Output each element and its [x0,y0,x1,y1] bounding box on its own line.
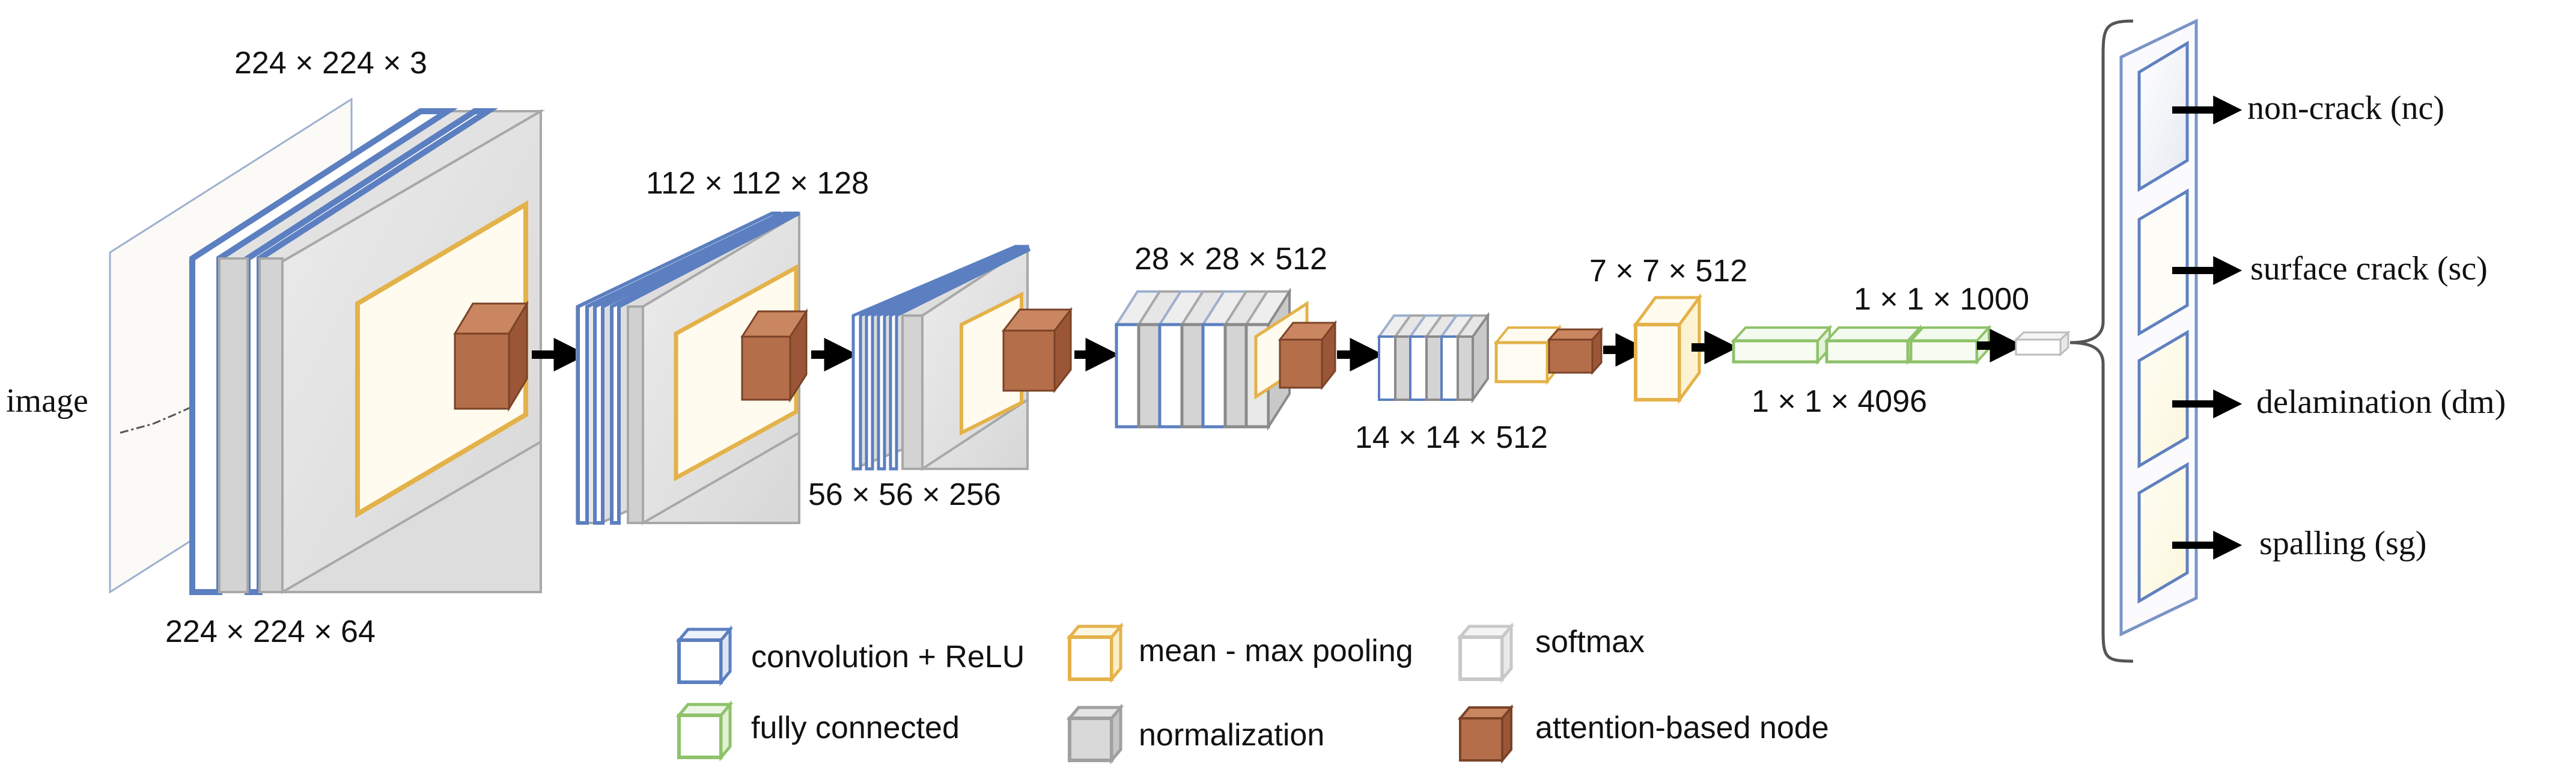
block4-conv-slab [1115,323,1140,429]
block3-conv-slab [889,245,1031,471]
block3-conv-slab [877,245,1030,471]
output-class-card [2137,40,2189,192]
output-bracket [2069,19,2134,663]
fc-layer [1825,339,1910,364]
block4-conv-slab [1158,323,1184,429]
legend-attention-swatch [1457,704,1514,764]
legend-conv-swatch [675,625,734,686]
block2-dim-label: 112 × 112 × 128 [646,166,869,201]
output-label-nc: non-crack (nc) [2247,90,2444,127]
output-class-card [2137,329,2189,469]
block3-layer-stack [851,244,1031,471]
block4-attention-node [1277,320,1338,391]
fully-connected-layers [1731,324,1992,365]
legend-fc-swatch [675,700,734,762]
legend-norm-swatch [1066,703,1124,765]
legend-label: normalization [1139,718,1324,753]
block5-pooling [1494,341,1549,383]
block3-attention-node [1001,307,1073,394]
block5-conv-slab [1440,335,1459,401]
block4-norm-slab [1223,323,1248,429]
final-pooling-block [1633,293,1702,405]
output-label-sg: spalling (sg) [2259,525,2426,562]
softmax-node [2014,330,2071,357]
output-label-dm: delamination (dm) [2256,383,2506,421]
block1-attention-node [453,300,529,412]
input-dim-label: 224 × 224 × 3 [234,46,427,81]
block5-norm-slab [1457,335,1474,401]
block2-attention-node [740,308,808,403]
legend-label: mean - max pooling [1139,634,1413,668]
block4-norm-slab [1180,323,1205,429]
legend-pooling-swatch [1066,622,1124,683]
block1-dim-label: 224 × 224 × 64 [165,614,376,649]
legend-label: attention-based node [1535,710,1829,745]
output-class-card [2137,462,2189,604]
block2-conv-slab [610,212,800,525]
fc-dim-label: 1 × 1 × 4096 [1752,384,1927,419]
legend-label: fully connected [751,710,960,745]
fc-layer [1732,339,1819,364]
block1-pooling [355,200,528,518]
block5-norm-slab [1425,335,1443,401]
block4-conv-slab [1201,323,1227,429]
block5-layer-stack [1377,311,1562,404]
pool-final-dim-label: 7 × 7 × 512 [1589,254,1747,289]
input-image-label: image [6,382,88,420]
block5-attention-node [1547,327,1604,375]
block5-conv-slab [1409,335,1428,401]
block4-layer-stack [1114,287,1309,431]
legend-label: softmax [1535,625,1645,659]
block3-dim-label: 56 × 56 × 256 [808,477,1001,512]
fc-layer [1909,339,1979,364]
block4-norm-slab [1137,323,1162,429]
fc-out-dim-label: 1 × 1 × 1000 [1854,282,2029,317]
block5-conv-slab [1378,335,1396,401]
output-class-card [2137,188,2189,337]
block5-dim-label: 14 × 14 × 512 [1355,420,1548,455]
block5-norm-slab [1394,335,1411,401]
output-panel [2119,19,2198,637]
output-label-sc: surface crack (sc) [2250,250,2488,287]
block4-dim-label: 28 × 28 × 512 [1134,242,1327,276]
legend: convolution + ReLU mean - max pooling so… [675,622,1829,765]
block2-layer-stack [576,211,800,525]
legend-softmax-swatch [1457,622,1515,683]
legend-label: convolution + ReLU [751,640,1025,674]
